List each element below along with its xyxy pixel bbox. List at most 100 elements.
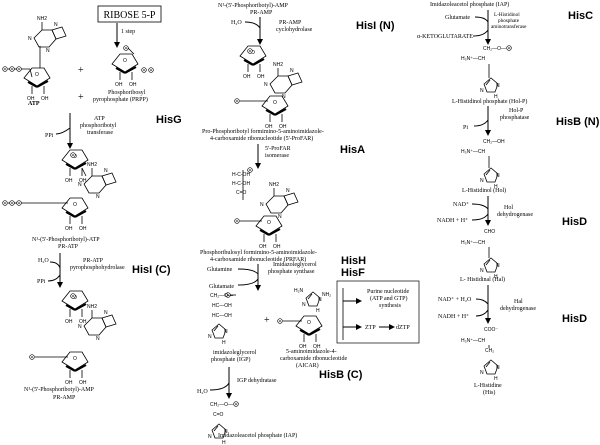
ribose-5p-box [97,5,162,23]
atp-label: ATP [28,101,40,107]
igp-name-2: phosphate (IGP) [211,356,251,363]
his-structure: COO⁻ H₃N⁺—CH CH₂ [461,327,501,383]
svg-text:NH₂: NH₂ [322,292,331,298]
col2-top-name: N¹-(5'-Phosphoribotyl)-AMP [218,2,289,9]
hisG-gene: HisG [156,114,182,126]
glutamine-label: Glutamine [207,267,233,273]
svg-text:H₂N: H₂N [294,288,304,294]
hisG-enzyme-1: ATP [94,116,105,122]
prpp-label-2: pyrophosphate (PRPP) [93,96,148,103]
svg-text:H-C-OH: H-C-OH [232,181,250,187]
svg-text:CH₂—O—: CH₂—O— [210,293,233,299]
hisC-enzyme-3: aminotransferase [491,23,527,30]
pr-amp-abbr: PR-AMP [53,395,76,401]
svg-text:C=O: C=O [213,412,224,418]
nad-label: NAD⁺ [453,201,469,208]
pr-amp-structure [29,290,117,387]
aicar-fate-box [336,280,420,344]
akg-label: α-KETOGLUTARATE [417,34,473,40]
hisD1-enzyme-1: Hol [504,205,513,211]
hisBn-gene: HisB (N) [556,116,600,128]
purine-2: (ATP and GTP) [370,295,407,302]
purine-3: synthesis [379,303,402,309]
prfar-structure: H-C-OH H-C-OH C=O [232,167,299,251]
hisIn-enzyme-2: cyclohydrolase [276,27,313,33]
hisF-gene: HisF [341,267,365,279]
pr-atp-abbr: PR-ATP [58,244,79,250]
hisG-enzyme-2: phosphoribotyl [80,123,117,129]
hal-structure: CHO H₃N⁺—CH [461,229,501,281]
pr-atp-structure [2,149,117,233]
svg-text:CH₂: CH₂ [485,348,494,354]
svg-text:H₃N⁺—CH: H₃N⁺—CH [461,56,486,62]
prfar-name-2: 4-carboxamide ribonucleotide (PRFAR) [210,256,306,263]
svg-text:C=O: C=O [236,190,247,196]
hol-structure: CH₂—OH H₃N⁺—CH [461,139,505,191]
holp-structure: CH₂—O— H₃N⁺—CH [461,45,512,101]
h2o-1: H₂O [38,258,49,264]
purine-1: Purine nucleotide [367,289,409,295]
nadh-label-1: NADH + H⁺ [437,217,468,224]
iap-name-1: Imidazoleacetol phosphate (IAP) [218,432,297,439]
pr-atp-name: N¹-(5'-Phosphoribotyl)-ATP [32,236,100,243]
svg-text:COO⁻: COO⁻ [484,327,498,333]
svg-text:H₃N⁺—CH: H₃N⁺—CH [461,338,486,344]
aicar-name-3: (AICAR) [296,362,319,369]
hisHF-enzyme-2: phosphate synthase [268,269,315,275]
hisD1-gene: HisD [562,216,587,228]
col2-top-abbr: PR-AMP [250,10,273,16]
hisIc-gene: HisI (C) [132,264,171,276]
igp-structure: CH₂—O— HC—OH HC—OH [207,292,236,347]
prfar-name-1: Phosphoribulosyl formimino-5-aminoimidaz… [200,249,317,256]
profar-name-1: Pro-Phosphoribotyl formimino-5-aminoimid… [202,128,324,135]
svg-text:CH₂—O—: CH₂—O— [210,402,233,408]
one-step-label: 1 step [121,29,135,35]
svg-text:CHO: CHO [484,229,495,235]
glutamate-label-2: Glutamate [445,15,470,21]
svg-text:CH₂—O—: CH₂—O— [483,46,506,52]
hisG-enzyme-3: transferase [87,129,113,136]
aicar-structure: H₂N NH₂ [277,288,331,351]
profar-name-2: 4-carboxamide ribonucleotide (5'-ProFAR) [210,135,313,142]
hisBc-enzyme: IGP dehydratase [237,378,277,384]
svg-text:CH₂—OH: CH₂—OH [483,139,505,145]
ztp-label: ZTP [365,325,376,331]
plus-3: + [264,315,270,326]
hisD2-enzyme-1: Hal [514,299,523,305]
hisD2-enzyme-2: dehydrogenase [500,306,536,312]
hisD2-gene: HisD [562,313,587,325]
aicar-name-1: 5-aminoimidazole-4- [286,349,337,355]
svg-text:H-C-OH: H-C-OH [232,172,250,178]
hisIn-gene: HisI (N) [356,20,395,32]
plus-1: + [78,65,84,76]
hisA-enzyme-2: isomerase [265,153,289,159]
hisD1-enzyme-2: dehydrogenase [497,212,533,218]
nad-h2o-label: NAD⁺ + H₂O [438,296,472,303]
hisBc-gene: HisB (C) [319,369,363,381]
ribose-5p-label: RIBOSE 5-P [104,10,156,21]
hisBn-enzyme-2: phosphatase [500,115,530,121]
h2o-3: H₂O [197,389,208,395]
hisC-enzyme-2: phosphate [498,18,520,24]
hisBn-enzyme-1: Hol-P [509,108,524,114]
hisIn-enzyme-1: PR-AMP [279,20,302,26]
aicar-name-2: carboxamide ribonucleotide [280,356,347,362]
pi-label: Pi [463,125,468,131]
svg-text:H₃N⁺—CH: H₃N⁺—CH [461,149,486,155]
prpp-label-1: Phosphoribosyl [108,90,146,96]
hol-name: L-Histidinol (Hol) [462,187,506,194]
hisA-gene: HisA [340,144,365,156]
hisH-gene: HisH [341,255,366,267]
hisC-enzyme-1: L-Histidinol [494,12,520,18]
hisHF-enzyme-1: Imidazoleglycerol [273,262,317,268]
plus-2: + [78,92,84,103]
profar-structure [234,45,303,131]
h2o-2: H₂O [231,20,242,26]
svg-text:HC—OH: HC—OH [212,303,232,309]
igp-name-1: imidazoleglycerol [213,350,257,356]
his-name-1: L-Histidine [474,383,502,389]
glutamate-label-1: Glutamate [209,284,234,290]
his-name-2: (His) [483,389,495,396]
hisIc-enzyme-1: PR-ATP [83,258,104,264]
